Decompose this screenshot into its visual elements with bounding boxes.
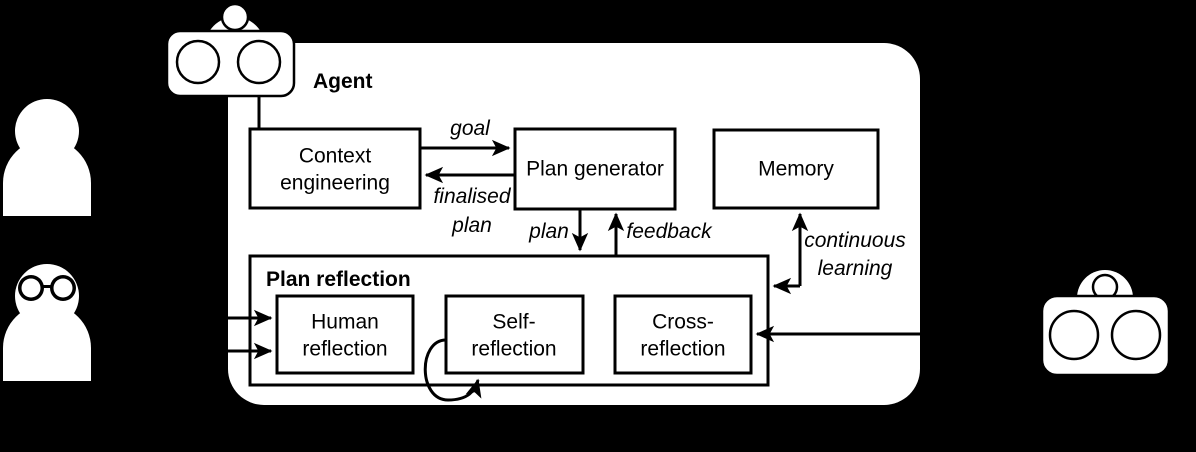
box-memory-label: Memory xyxy=(758,158,834,181)
edge-label-plan: plan xyxy=(528,220,569,243)
edge-label-continuous-learning-line1: continuous xyxy=(804,229,906,252)
agent-title: Agent xyxy=(313,70,373,93)
arrow-self-reflection-loop xyxy=(423,338,482,402)
box-cross-reflection[interactable] xyxy=(613,294,753,375)
box-context-engineering-label-line2: engineering xyxy=(280,172,390,195)
box-memory[interactable] xyxy=(712,128,880,210)
plan-reflection-title: Plan reflection xyxy=(266,268,411,291)
box-human-reflection-label-line1: Human xyxy=(311,311,379,334)
box-context-engineering[interactable] xyxy=(248,127,422,210)
edge-label-finalised-plan-line2: plan xyxy=(451,214,492,237)
edge-label-finalised-plan-line1: finalised xyxy=(433,185,511,208)
box-human-reflection[interactable] xyxy=(275,294,415,375)
person-with-glasses-icon xyxy=(3,264,91,381)
robot-icon-agent xyxy=(165,2,296,128)
box-context-engineering-label-line1: Context xyxy=(299,145,372,168)
box-self-reflection[interactable] xyxy=(444,294,585,375)
robot-icon-external xyxy=(1040,270,1171,377)
box-self-reflection-label-line2: reflection xyxy=(471,338,556,361)
box-self-reflection-label-line1: Self- xyxy=(492,311,535,334)
person-icon xyxy=(3,99,91,216)
box-human-reflection-label-line2: reflection xyxy=(302,338,387,361)
box-plan-generator[interactable] xyxy=(513,127,677,211)
box-cross-reflection-label-line1: Cross- xyxy=(652,311,714,334)
edge-label-goal: goal xyxy=(450,117,491,140)
edge-label-feedback: feedback xyxy=(626,220,713,243)
edge-label-continuous-learning-line2: learning xyxy=(818,257,893,280)
box-cross-reflection-label-line2: reflection xyxy=(640,338,725,361)
box-plan-generator-label: Plan generator xyxy=(526,158,664,181)
